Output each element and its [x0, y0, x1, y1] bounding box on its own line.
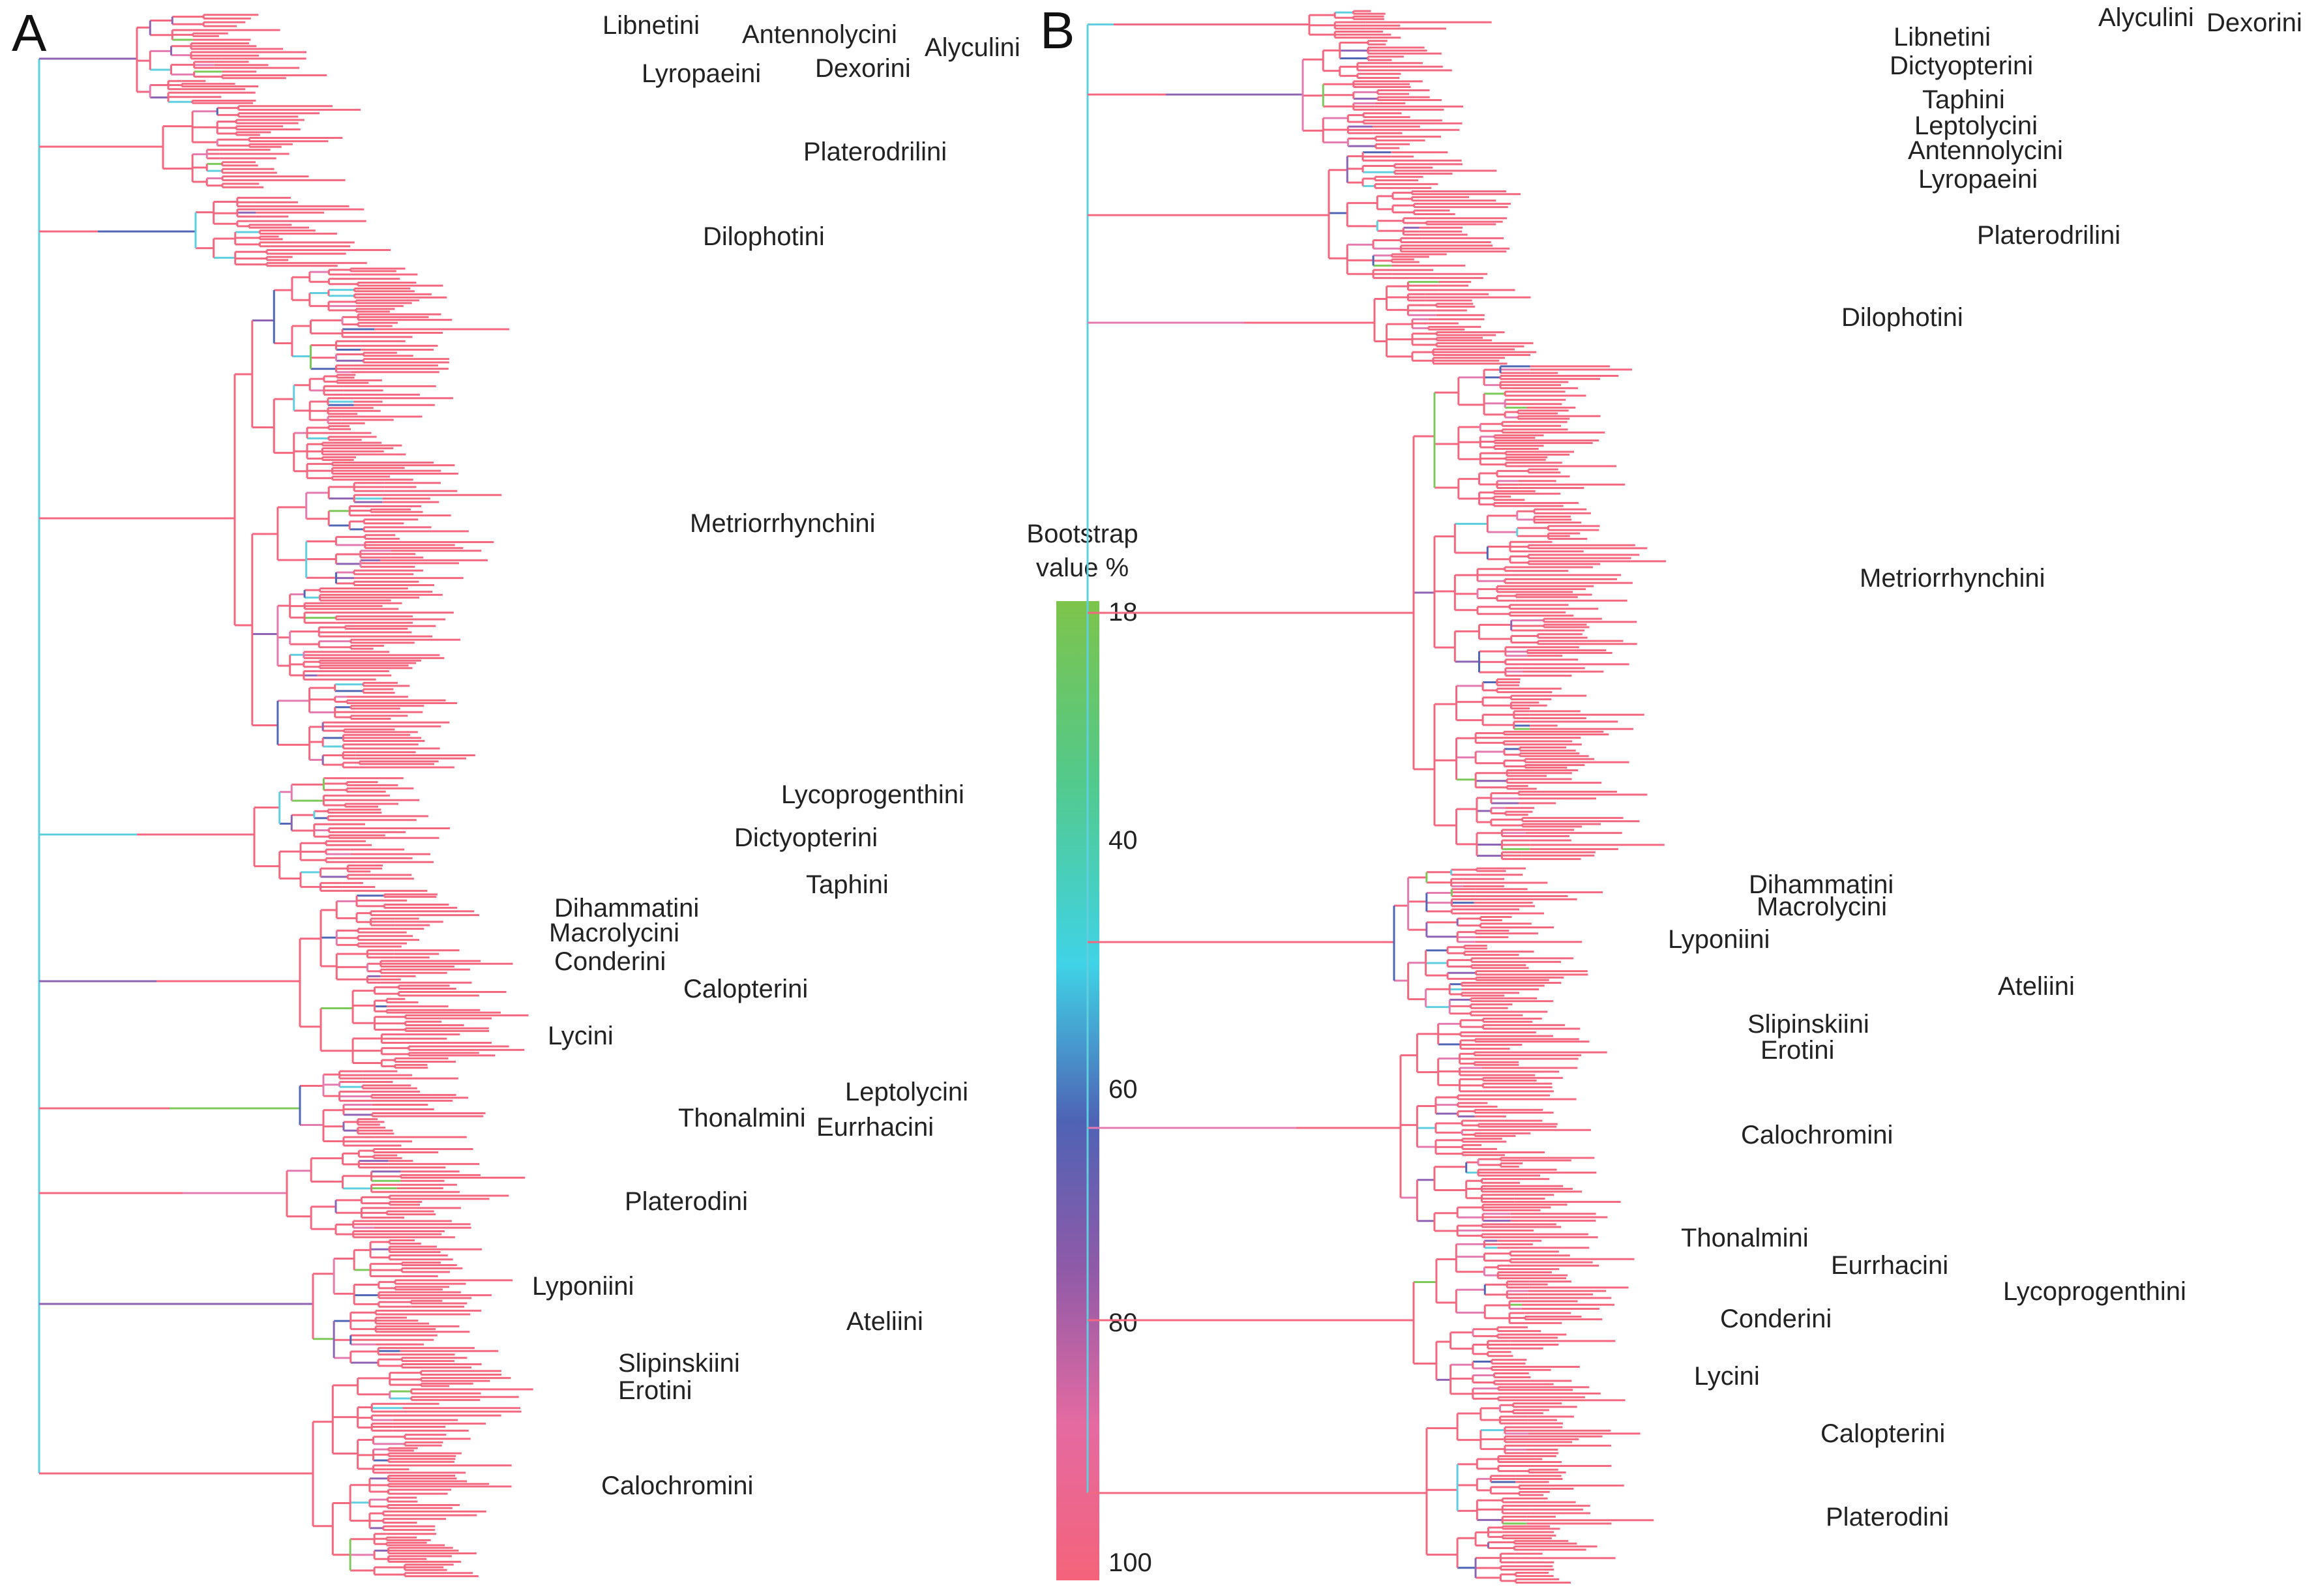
tribe-label: Lyponiini — [1668, 925, 1770, 954]
tribe-label: Leptolycini — [1914, 111, 2038, 140]
tribe-label: Platerodrilini — [803, 138, 947, 166]
legend-title-line2: value % — [1036, 554, 1129, 582]
tribe-label: Ateliini — [846, 1307, 923, 1336]
tribe-label: Ateliini — [1998, 972, 2075, 1001]
tribe-label: Dihammatini — [1749, 870, 1894, 899]
tribe-label: Conderini — [554, 947, 666, 976]
tribe-label: Dictyopterini — [1890, 52, 2033, 80]
tribe-label: Calochromini — [1741, 1121, 1893, 1149]
tribe-label: Antennolycini — [742, 20, 897, 49]
tribe-label: Calopterini — [1820, 1419, 1945, 1448]
tribe-label: Dictyopterini — [734, 823, 878, 852]
legend-tick: 60 — [1108, 1075, 1138, 1104]
tribe-label: Platerodini — [625, 1187, 748, 1216]
tribe-label: Erotini — [1761, 1036, 1834, 1065]
tribe-label: Libnetini — [602, 11, 700, 40]
tribe-label: Metriorrhynchini — [1860, 564, 2045, 593]
tribe-label: Conderini — [1720, 1305, 1832, 1333]
legend-tick: 80 — [1108, 1308, 1138, 1337]
tribe-label: Eurrhacini — [816, 1113, 934, 1142]
tribe-label: Calochromini — [601, 1471, 753, 1500]
tribe-label: Lycini — [1694, 1362, 1760, 1391]
tribe-label: Slipinskiini — [618, 1349, 740, 1378]
panel-a-letter: A — [12, 4, 47, 62]
tribe-label: Platerodini — [1826, 1503, 1949, 1531]
panel-a: A Libnetini Antennolycini Alyculini Dexo… — [12, 4, 1020, 1578]
tribe-label: Lycoprogenthini — [2003, 1277, 2186, 1306]
tribe-label: Dilophotini — [1841, 303, 1963, 332]
tribe-label: Metriorrhynchini — [690, 509, 876, 538]
tribe-label: Thonalmini — [1681, 1224, 1809, 1252]
tribe-label: Lyropaeini — [1918, 165, 2038, 194]
tribe-label: Taphini — [1922, 85, 2005, 114]
tribe-label: Lyropaeini — [642, 59, 761, 88]
tribe-label: Slipinskiini — [1747, 1010, 1869, 1039]
legend-tick: 100 — [1108, 1548, 1152, 1577]
tribe-label: Platerodrilini — [1977, 221, 2120, 250]
tribe-label: Lyponiini — [532, 1272, 634, 1301]
tribe-label: Libnetini — [1894, 23, 1991, 52]
tree-b — [1086, 10, 1667, 1584]
tribe-label: Calopterini — [683, 975, 808, 1003]
tribe-label: Leptolycini — [845, 1078, 968, 1106]
tribe-label: Dihammatini — [554, 894, 699, 923]
tribe-label: Macrolycini — [1757, 893, 1887, 921]
legend-colorbar — [1056, 601, 1099, 1580]
tribe-label: Dexorini — [2207, 8, 2302, 37]
tribe-labels-a: Libnetini Antennolycini Alyculini Dexori… — [532, 11, 1020, 1500]
panel-b: B Alyculini Dexorini Libnetini Dictyopte… — [1040, 1, 2302, 1584]
tribe-label: Eurrhacini — [1831, 1251, 1948, 1280]
tribe-labels-b: Alyculini Dexorini Libnetini Dictyopteri… — [1668, 3, 2302, 1531]
legend-title-line1: Bootstrap — [1026, 520, 1138, 548]
tribe-label: Thonalmini — [678, 1104, 806, 1132]
bootstrap-legend: Bootstrap value % 18 40 60 80 100 — [1026, 520, 1152, 1580]
legend-tick: 40 — [1108, 826, 1138, 855]
tribe-label: Dilophotini — [703, 222, 825, 251]
tree-a — [38, 14, 533, 1578]
tribe-label: Erotini — [618, 1376, 692, 1405]
tribe-label: Taphini — [806, 870, 889, 899]
tribe-label: Antennolycini — [1908, 136, 2063, 165]
tribe-label: Alyculini — [2098, 3, 2194, 32]
panel-b-letter: B — [1040, 1, 1075, 59]
tribe-label: Macrolycini — [549, 919, 679, 947]
tribe-label: Lycoprogenthini — [781, 780, 964, 809]
tribe-label: Lycini — [548, 1022, 614, 1050]
tribe-label: Dexorini — [815, 54, 911, 83]
tribe-label: Alyculini — [925, 33, 1020, 62]
